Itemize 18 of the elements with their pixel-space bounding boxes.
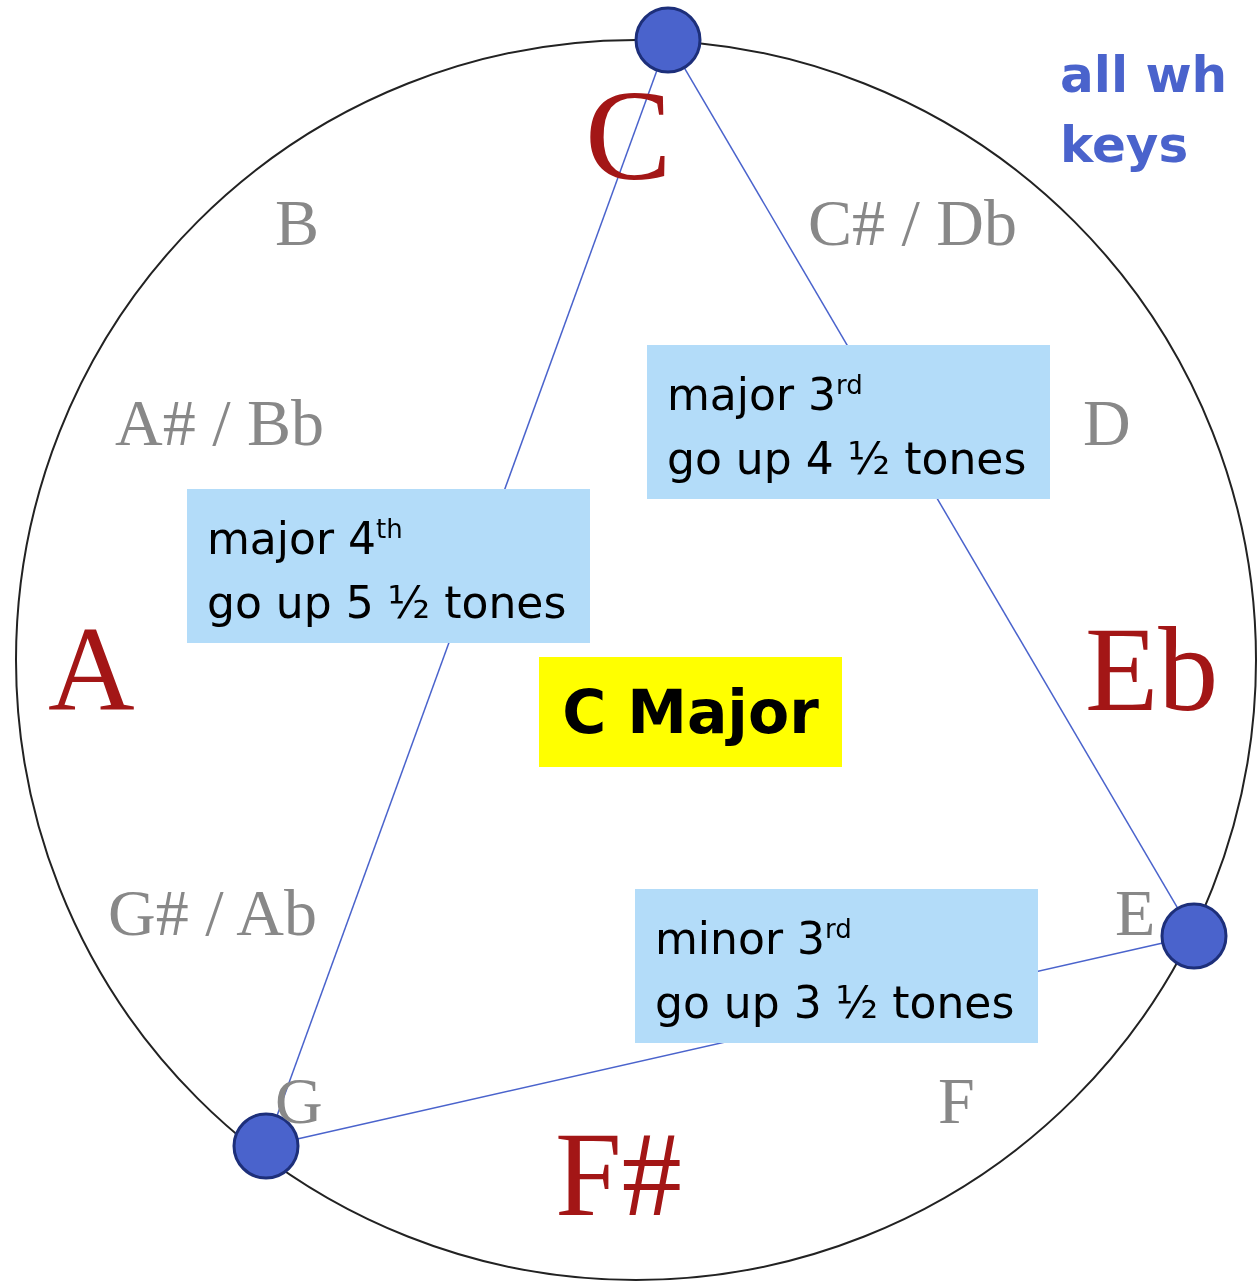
note-name: F — [938, 1068, 975, 1134]
note-dot — [634, 6, 702, 74]
note-name: D — [1083, 390, 1131, 456]
note-name: A — [48, 610, 135, 730]
note-name: F# — [555, 1115, 682, 1235]
key-title-box: C Major — [539, 657, 842, 767]
note-name: G# / Ab — [108, 880, 318, 946]
caption-text: all wh keys — [1060, 45, 1229, 176]
note-name: A# / Bb — [115, 390, 325, 456]
edge-label: major 3$^{rd}$ go up 4 ½ tones — [647, 345, 1050, 499]
note-name: Eb — [1085, 610, 1219, 730]
edge-label: minor 3$^{rd}$ go up 3 ½ tones — [635, 889, 1038, 1043]
note-name: E — [1115, 880, 1156, 946]
edge-label: major 4$^{th}$ go up 5 ½ tones — [187, 489, 590, 643]
note-name: C# / Db — [808, 190, 1018, 256]
circle-outline — [15, 39, 1257, 1281]
note-name: B — [275, 190, 320, 256]
note-dot — [1160, 902, 1228, 970]
